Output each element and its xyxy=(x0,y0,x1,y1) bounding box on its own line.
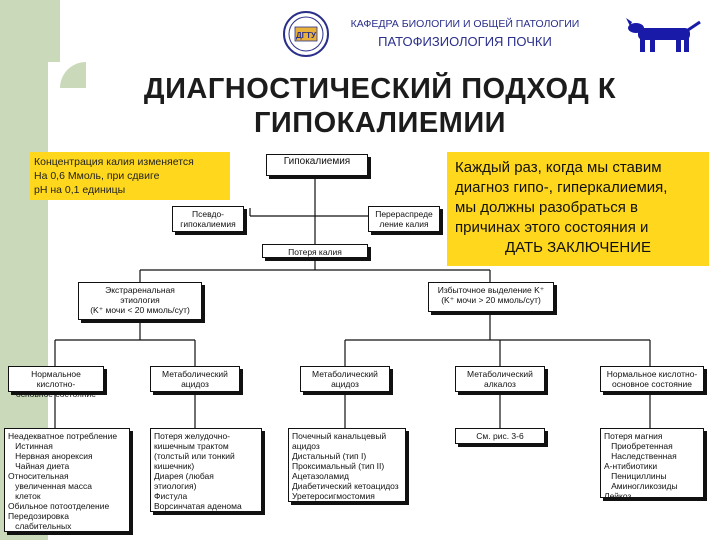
renal-tubular-acidosis-causes-box: Почечный канальцевый ацидоз Дистальный (… xyxy=(288,428,406,502)
box-line: гипокалиемия xyxy=(180,219,236,229)
box-line: Нормальное кислотно- xyxy=(606,369,698,379)
note-right-line: диагноз гипо-, гиперкалиемия, xyxy=(455,179,668,196)
metabolic-acidosis-box: Метаболический ацидоз xyxy=(150,366,240,392)
box-line: (K⁺ мочи > 20 ммоль/сут) xyxy=(441,295,541,305)
see-figure-box: См. рис. 3-6 xyxy=(455,428,545,444)
box-line: слабительных xyxy=(8,521,72,531)
box-line: ацидоз xyxy=(292,441,320,451)
box-line: основное состояние xyxy=(15,389,97,399)
box-line: Аминогликозиды xyxy=(604,481,678,491)
note-right-line: ДАТЬ ЗАКЛЮЧЕНИЕ xyxy=(504,239,652,256)
box-line: этиология) xyxy=(154,481,197,491)
green-top-decoration xyxy=(48,0,60,62)
note-left-line: На 0,6 Ммоль, при сдвиге xyxy=(34,170,160,182)
box-line: Нормальное кислотно- xyxy=(31,369,81,389)
pseudohypokalemia-box: Псевдо- гипокалиемия xyxy=(172,206,244,232)
extrarenal-etiology-box: Экстраренальная этиология (K⁺ мочи < 20 … xyxy=(78,282,202,320)
box-line: Потеря магния xyxy=(604,431,663,441)
box-line: увеличенная масса xyxy=(8,481,92,491)
box-line: Перераспреде xyxy=(375,209,433,219)
box-line: Экстраренальная xyxy=(105,285,175,295)
box-line: Проксимальный (тип II) xyxy=(292,461,385,471)
box-line: ацидоз xyxy=(181,379,209,389)
box-line: Наследственная xyxy=(604,451,677,461)
box-line: Приобретенная xyxy=(604,441,673,451)
redistribution-box: Перераспреде ление калия xyxy=(368,206,440,232)
box-line: кишечник) xyxy=(154,461,195,471)
box-line: основное состояние xyxy=(611,379,693,389)
box-line: Лейкоз xyxy=(604,491,632,501)
box-line: (K⁺ мочи < 20 ммоль/сут) xyxy=(90,305,190,315)
hypokalemia-box: Гипокалиемия xyxy=(266,154,368,176)
box-line: Обильное потоотделение xyxy=(8,501,110,511)
box-line: Диарея (любая xyxy=(154,471,214,481)
note-left-line: Концентрация калия изменяется xyxy=(34,156,194,168)
box-line: Чайная диета xyxy=(8,461,70,471)
box-line: Почечный канальцевый xyxy=(292,431,387,441)
box-line: Потеря желудочно- xyxy=(154,431,231,441)
box-line: Избыточное выделение K⁺ xyxy=(437,285,545,295)
diagnosis-conclusion-note: Каждый раз, когда мы ставим диагноз гипо… xyxy=(447,152,709,266)
normal-acid-base-box: Нормальное кислотно- основное состояние xyxy=(600,366,704,392)
box-line: (толстый или тонкий xyxy=(154,451,235,461)
inadequate-intake-causes-box: Неадекватное потребление Истинная Нервна… xyxy=(4,428,130,532)
box-line: Нервная анорексия xyxy=(8,451,93,461)
note-right-line: мы должны разобраться в xyxy=(455,199,639,216)
box-line: алкалоз xyxy=(484,379,516,389)
box-line: ление калия xyxy=(379,219,429,229)
box-line: Фистула xyxy=(154,491,188,501)
note-right-line: Каждый раз, когда мы ставим xyxy=(455,159,662,176)
department-name: КАФЕДРА БИОЛОГИИ И ОБЩЕЙ ПАТОЛОГИИ xyxy=(350,18,580,30)
box-line: Метаболический xyxy=(467,369,533,379)
title-line-1: ДИАГНОСТИЧЕСКИЙ ПОДХОД К xyxy=(143,73,617,105)
box-line: Истинная xyxy=(8,441,53,451)
box-line: Псевдо- xyxy=(191,209,225,219)
box-line: Метаболический xyxy=(312,369,378,379)
box-line: Неадекватное потребление xyxy=(8,431,118,441)
dachshund-icon xyxy=(622,12,702,56)
box-line: Уретеросигмостомия xyxy=(292,491,375,501)
box-line: Диабетический кетоацидоз xyxy=(292,481,399,491)
box-line: А-нтибиотики xyxy=(604,461,658,471)
magnesium-loss-causes-box: Потеря магния Приобретенная Наследственн… xyxy=(600,428,704,501)
title-line-2: ГИПОКАЛИЕМИИ xyxy=(253,107,507,139)
box-line: Ацетазоламид xyxy=(292,471,349,481)
slide-subtitle: ПАТОФИЗИОЛОГИЯ ПОЧКИ xyxy=(378,34,552,49)
box-line: кишечным трактом xyxy=(154,441,229,451)
gi-loss-causes-box: Потеря желудочно- кишечным трактом (толс… xyxy=(150,428,262,512)
note-left-line: рН на 0,1 единицы xyxy=(34,184,126,196)
box-line: Дистальный (тип I) xyxy=(292,451,367,461)
box-line: Относительная xyxy=(8,471,69,481)
box-line: Ворсинчатая аденома xyxy=(154,501,242,511)
box-line: Передозировка xyxy=(8,511,69,521)
box-line: ацидоз xyxy=(331,379,359,389)
logo-text: ДГТУ xyxy=(296,31,317,40)
potassium-loss-box: Потеря калия xyxy=(262,244,368,258)
excess-excretion-box: Избыточное выделение K⁺ (K⁺ мочи > 20 мм… xyxy=(428,282,554,312)
potassium-shift-note: Концентрация калия изменяется На 0,6 Ммо… xyxy=(30,152,230,200)
note-right-line: причинах этого состояния и xyxy=(455,219,649,236)
metabolic-alkalosis-box: Метаболический алкалоз xyxy=(455,366,545,392)
box-line: Метаболический xyxy=(162,369,228,379)
box-line: клеток xyxy=(8,491,41,501)
box-line: этиология xyxy=(120,295,160,305)
slide-title: ДИАГНОСТИЧЕСКИЙ ПОДХОД К ГИПОКАЛИЕМИИ xyxy=(60,72,700,140)
box-line: Пенициллины xyxy=(604,471,667,481)
metabolic-acidosis-box: Метаболический ацидоз xyxy=(300,366,390,392)
university-logo: ДГТУ xyxy=(282,10,330,58)
normal-acid-base-box: Нормальное кислотно- основное состояние xyxy=(8,366,104,399)
